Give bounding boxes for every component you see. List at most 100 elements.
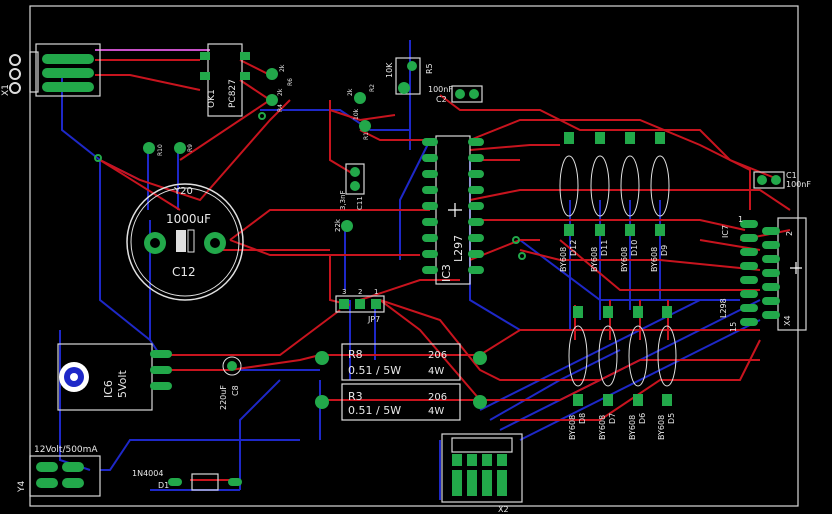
x1-label: X1: [1, 84, 11, 96]
jumper-jp7: 3 2 1 JP7: [335, 288, 385, 324]
svg-text:D5: D5: [667, 413, 676, 424]
svg-text:D10: D10: [630, 240, 639, 256]
svg-text:R8: R8: [348, 348, 363, 361]
svg-text:2k: 2k: [277, 88, 284, 96]
svg-text:15: 15: [729, 322, 738, 332]
svg-text:2k: 2k: [279, 64, 286, 72]
c2-value: 100nF: [428, 85, 453, 94]
c2-label: C2: [436, 95, 447, 104]
svg-text:BY608: BY608: [598, 415, 607, 440]
svg-text:D11: D11: [600, 240, 609, 256]
capacitor-c12: Y20 1000uF C12: [126, 183, 244, 301]
x2-label: X2: [498, 505, 509, 514]
svg-text:R3: R3: [348, 390, 363, 403]
svg-text:R2: R2: [369, 84, 376, 92]
svg-text:R5: R5: [425, 63, 434, 74]
y20-label: Y20: [173, 186, 193, 197]
resistor-22k: 22k: [334, 218, 353, 232]
svg-text:BY608: BY608: [559, 247, 568, 272]
resistor-r3: R3 0.51 / 5W 206 4W: [315, 383, 487, 421]
svg-text:D8: D8: [578, 413, 587, 424]
diode-d6: BY608 D6: [628, 306, 648, 440]
svg-text:R1: R1: [363, 132, 370, 140]
svg-text:3,3nF: 3,3nF: [339, 190, 347, 210]
svg-text:D9: D9: [660, 245, 669, 256]
y4-label: Y4: [17, 481, 27, 493]
top-copper-traces: [95, 59, 791, 481]
capacitor-c2: 100nF C2: [428, 85, 483, 104]
svg-text:BY608: BY608: [650, 247, 659, 272]
ic7-l298: IC7 1 L298 15 X4 2: [719, 215, 807, 332]
capacitor-c11: 3,3nF C11: [339, 163, 365, 210]
regulator-ic6: IC6 5Volt: [57, 343, 172, 411]
svg-text:0.51 / 5W: 0.51 / 5W: [348, 364, 401, 377]
diodes-top-row: BY608 D12 BY608 D11 BY608 D10 BY608 D9: [559, 132, 670, 272]
ic6-name: IC6: [102, 380, 115, 398]
resistor-r10: R10: [143, 142, 164, 156]
svg-text:10K: 10K: [385, 62, 394, 78]
ok1-value: PC827: [228, 79, 238, 108]
trimmer-r5: 10K R5: [385, 57, 434, 95]
diode-d12: BY608 D12: [559, 132, 579, 272]
resistor-r9: R9: [174, 142, 194, 154]
svg-text:1N4004: 1N4004: [132, 469, 163, 478]
svg-text:R4: R4: [277, 104, 284, 112]
svg-text:R10: R10: [157, 144, 164, 156]
jp7-label: JP7: [367, 315, 380, 324]
svg-text:X4: X4: [783, 315, 792, 326]
resistor-r4: R4 2k: [266, 88, 284, 112]
svg-text:1: 1: [738, 215, 743, 224]
ic3-name: IC3: [440, 264, 453, 282]
svg-text:3: 3: [342, 288, 346, 296]
svg-text:100nF: 100nF: [786, 180, 811, 189]
capacitor-c8: 220uF C8: [219, 356, 242, 410]
vias: [94, 112, 526, 260]
svg-text:C11: C11: [356, 196, 364, 210]
svg-text:0.51 / 5W: 0.51 / 5W: [348, 404, 401, 417]
ok1-name: OK1: [207, 89, 217, 108]
svg-text:IC7: IC7: [721, 225, 730, 238]
svg-text:D1: D1: [158, 481, 169, 490]
capacitor-c1: C1 100nF: [753, 171, 811, 189]
connector-x2: X2: [441, 433, 523, 514]
svg-text:D7: D7: [608, 413, 617, 424]
svg-text:220uF: 220uF: [219, 385, 228, 410]
svg-text:D6: D6: [638, 413, 647, 424]
svg-text:BY608: BY608: [657, 415, 666, 440]
connector-x1: X1: [1, 43, 101, 97]
diodes-bottom-row: BY608 D8 BY608 D7 BY608 D6 BY608 D5: [568, 306, 677, 440]
svg-text:10k: 10k: [353, 108, 360, 120]
resistor-r1: 10k R1: [353, 108, 371, 140]
svg-text:BY608: BY608: [590, 247, 599, 272]
svg-text:R6: R6: [287, 78, 294, 86]
resistor-r6: R6 2k: [266, 64, 294, 86]
diode-d5: BY608 D5: [657, 306, 677, 440]
diode-d10: BY608 D10: [620, 132, 640, 272]
svg-text:206: 206: [428, 392, 447, 403]
svg-text:R9: R9: [187, 144, 194, 152]
svg-text:206: 206: [428, 350, 447, 361]
svg-text:BY608: BY608: [568, 415, 577, 440]
c12-label: C12: [172, 265, 196, 279]
board-outline: [29, 5, 799, 507]
svg-text:4W: 4W: [428, 406, 444, 417]
diode-d8: BY608 D8: [568, 306, 588, 440]
optocoupler-ok1: OK1 PC827: [200, 43, 250, 117]
ic3-value: L297: [452, 235, 465, 262]
svg-text:L298: L298: [719, 298, 728, 318]
svg-text:4W: 4W: [428, 366, 444, 377]
svg-text:22k: 22k: [334, 218, 342, 232]
supply-label: 12Volt/500mA: [34, 445, 98, 455]
svg-text:C1: C1: [786, 171, 797, 180]
diode-d1: 1N4004 D1: [132, 469, 242, 491]
ic6-value: 5Volt: [116, 370, 129, 398]
diode-d7: BY608 D7: [598, 306, 618, 440]
svg-text:C8: C8: [231, 385, 240, 396]
svg-text:BY608: BY608: [620, 247, 629, 272]
diode-d11: BY608 D11: [590, 132, 610, 272]
svg-text:2k: 2k: [347, 88, 354, 96]
resistor-r8: R8 0.51 / 5W 206 4W: [315, 343, 487, 381]
ic3-l297: IC3 L297: [422, 135, 484, 285]
resistor-r2: 2k R2: [347, 84, 376, 104]
